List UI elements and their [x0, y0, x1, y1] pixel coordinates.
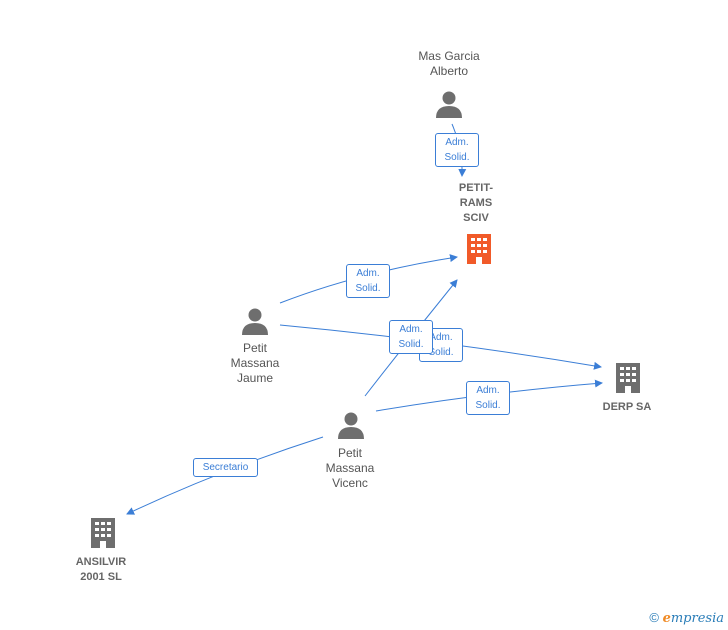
edge-label-vicenc-ansilvir: Secretario: [193, 458, 258, 477]
node-label-ansilvir-2001-sl[interactable]: ANSILVIR 2001 SL: [75, 556, 127, 583]
building-icon[interactable]: [612, 361, 644, 395]
person-icon[interactable]: [434, 89, 464, 119]
person-icon[interactable]: [240, 306, 270, 336]
edge-label-alberto-petitrams: Adm. Solid.: [435, 133, 479, 167]
node-label-derp-sa[interactable]: DERP SA: [602, 401, 652, 413]
person-icon[interactable]: [336, 410, 366, 440]
edge-label-jaume-petitrams: Adm. Solid.: [346, 264, 390, 298]
empresia-logo: empresia: [662, 611, 724, 626]
node-label-petit-rams-sciv[interactable]: PETIT- RAMS SCIV: [458, 182, 494, 224]
building-icon[interactable]: [87, 516, 119, 550]
copyright-icon: ©: [649, 610, 659, 625]
node-label-mas-garcia-alberto[interactable]: Mas Garcia Alberto: [418, 49, 480, 78]
node-label-petit-massana-jaume[interactable]: Petit Massana Jaume: [230, 341, 280, 385]
brand-footer: © empresia: [649, 610, 724, 626]
building-icon[interactable]: [463, 232, 495, 266]
edge-label-vicenc-petitrams: Adm. Solid.: [389, 320, 433, 354]
node-label-petit-massana-vicenc[interactable]: Petit Massana Vicenc: [325, 446, 375, 490]
edge-label-vicenc-derp: Adm. Solid.: [466, 381, 510, 415]
